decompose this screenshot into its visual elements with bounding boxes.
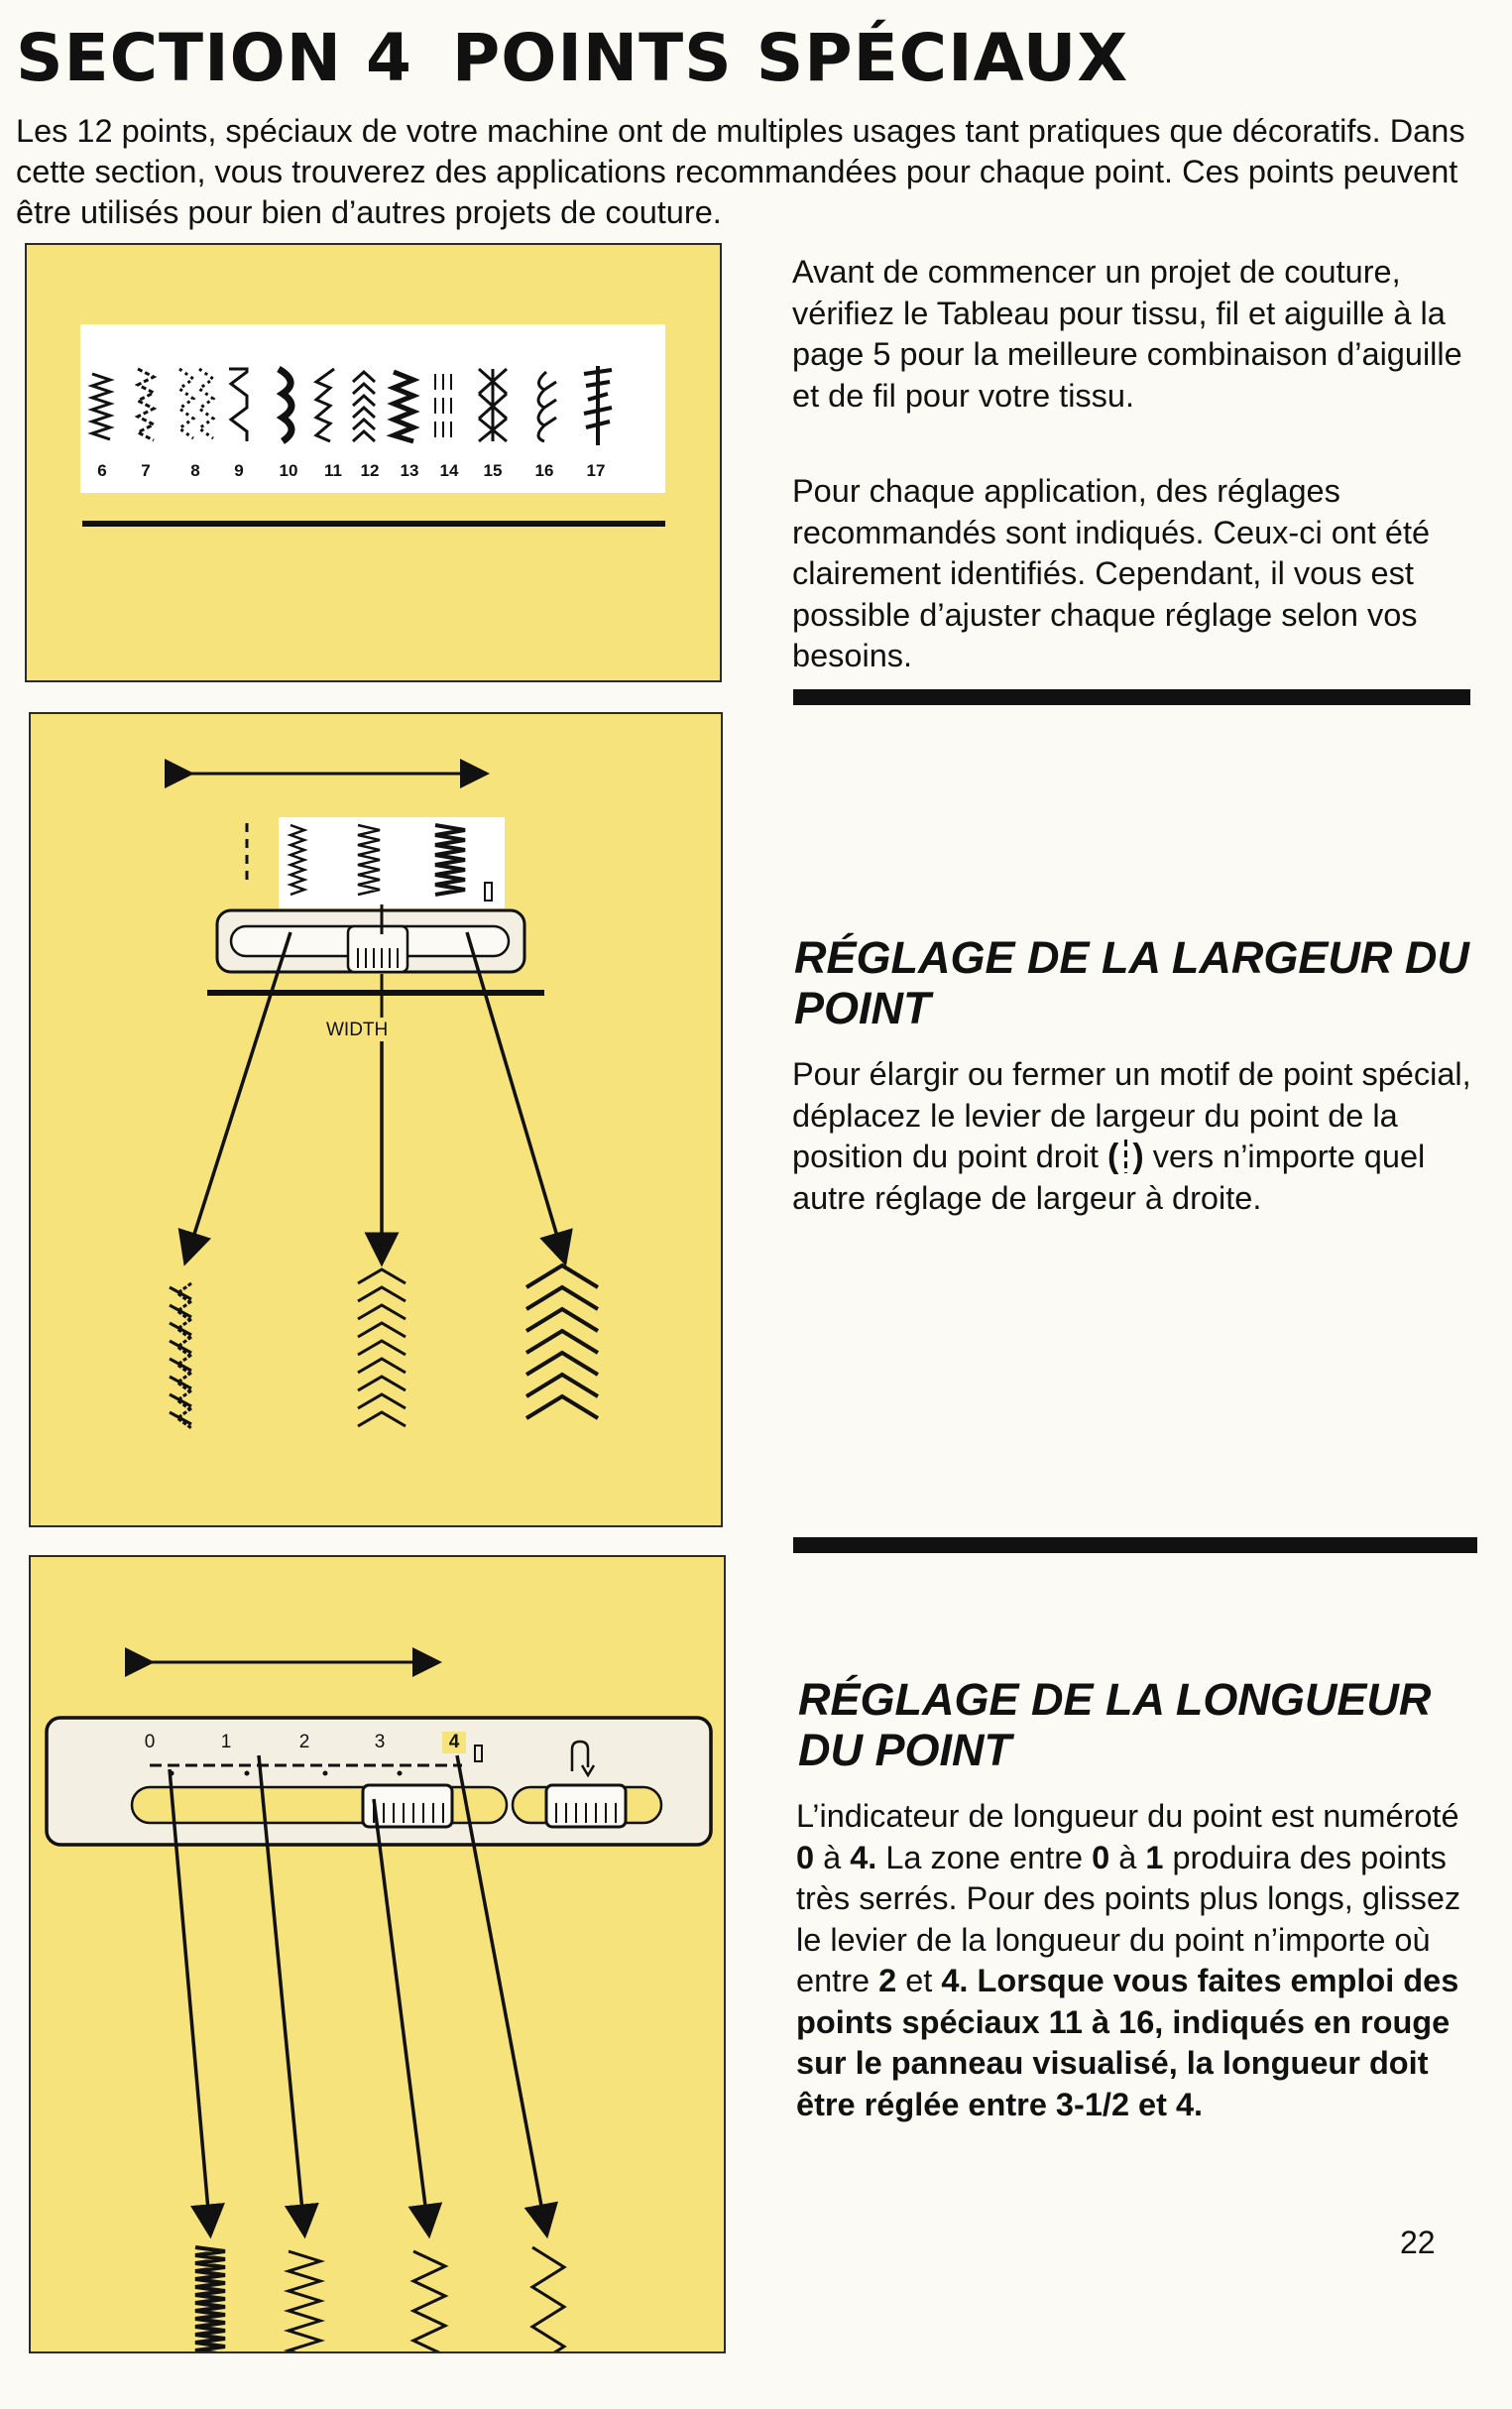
width-text-before: Pour élargir ou fermer un motif de point…: [792, 1056, 1471, 1174]
length-text: produira des points très serrés. Pour de…: [796, 1839, 1461, 1999]
stitch-chart-rule: [82, 521, 665, 527]
stitch-chart-card: 6 7 8 9 10 11 12 13 14 15 16 17: [80, 324, 665, 493]
stitch-number: 16: [534, 461, 554, 480]
length-bold-warning: 4. Lorsque vous faites emploi des points…: [796, 1963, 1459, 2122]
length-text: et: [896, 1963, 942, 1998]
length-bold: 2: [878, 1963, 897, 1998]
stitch-number: 17: [586, 461, 606, 480]
stitch-number: 11: [324, 461, 342, 480]
stitch-number: 13: [400, 461, 419, 480]
section-number: SECTION 4: [16, 20, 412, 96]
before-paragraph: Avant de commencer un projet de couture,…: [792, 254, 1462, 414]
divider-rule: [793, 1537, 1477, 1553]
length-heading: RÉGLAGE DE LA LONGUEUR DU POINT: [798, 1674, 1432, 1775]
width-text-after: vers n’importe quel autre réglage de lar…: [792, 1139, 1426, 1216]
stitch-number: 10: [279, 461, 298, 480]
length-text: La zone entre: [876, 1839, 1093, 1875]
length-diagram-panel: 0 1 2 3 4: [29, 1555, 726, 2353]
page-title: SECTION 4 POINTS SPÉCIAUX: [16, 20, 1128, 96]
length-text: à: [814, 1839, 851, 1875]
stitch-chart-panel: 6 7 8 9 10 11 12 13 14 15 16 17: [25, 243, 722, 682]
straight-stitch-open-glyph: (: [1107, 1138, 1119, 1175]
stitch-number: 15: [483, 461, 503, 480]
divider-rule: [793, 689, 1470, 705]
section-title: POINTS SPÉCIAUX: [451, 20, 1129, 96]
intro-paragraph: Les 12 points, spéciaux de votre machine…: [16, 113, 1465, 230]
length-scale-number: 2: [298, 1732, 310, 1752]
stitch-number: 7: [141, 461, 151, 480]
length-bold: 0: [1092, 1839, 1110, 1875]
length-text: L’indicateur de longueur du point est nu…: [796, 1798, 1459, 1834]
length-scale-number: 4: [442, 1732, 466, 1753]
stitch-number: 8: [190, 461, 200, 480]
stitch-number: 6: [97, 461, 107, 480]
width-lever-illustration: [165, 759, 600, 1430]
width-paragraph: Pour élargir ou fermer un motif de point…: [792, 1054, 1476, 1219]
width-heading: RÉGLAGE DE LA LARGEUR DU POINT: [794, 932, 1469, 1033]
stitch-number: 9: [234, 461, 244, 480]
straight-stitch-close-glyph: ): [1132, 1138, 1144, 1175]
page-number: 22: [1400, 2225, 1436, 2260]
length-bold: 1: [1145, 1839, 1164, 1875]
straight-stitch-icon: [1118, 1140, 1132, 1173]
length-text: à: [1109, 1839, 1146, 1875]
width-diagram-panel: WIDTH: [29, 712, 723, 1527]
length-paragraph: L’indicateur de longueur du point est nu…: [796, 1796, 1475, 2125]
settings-paragraph: Pour chaque application, des réglages re…: [792, 473, 1431, 673]
width-label: WIDTH: [326, 1020, 389, 1040]
length-scale-number: 1: [220, 1732, 232, 1752]
length-scale-number: 3: [374, 1732, 386, 1752]
stitch-patterns-illustration: [87, 365, 613, 445]
length-bold: 4.: [850, 1839, 877, 1875]
stitch-number: 14: [439, 461, 459, 480]
stitch-number: 12: [360, 461, 380, 480]
length-bold: 0: [796, 1839, 815, 1875]
length-lever-illustration: [45, 1647, 713, 2351]
length-scale-number: 0: [144, 1732, 156, 1752]
